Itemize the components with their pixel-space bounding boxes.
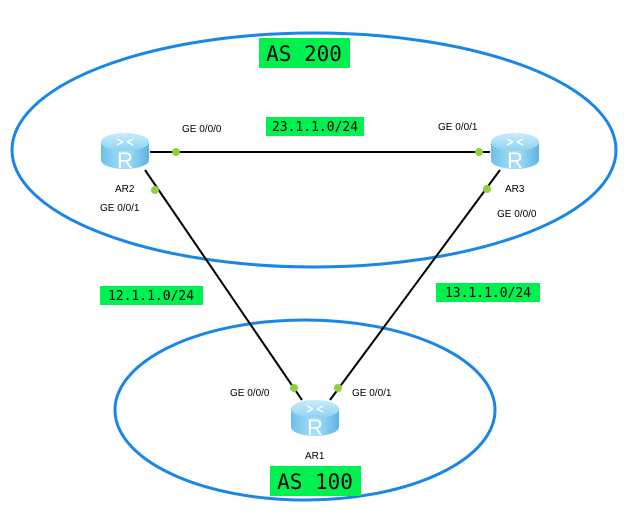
as200-area xyxy=(10,31,618,269)
ports xyxy=(151,148,491,392)
network-label-bg xyxy=(436,283,540,302)
interface-label: GE 0/0/1 xyxy=(352,388,392,399)
link-ar3-ar1 xyxy=(329,169,501,401)
port-dot xyxy=(172,148,180,156)
network-label-ar2-ar3: 23.1.1.0/24 xyxy=(272,120,358,135)
interface-label: GE 0/0/1 xyxy=(100,203,140,214)
port-dot xyxy=(483,185,491,193)
router-ar2[interactable]: R xyxy=(100,132,150,173)
port-dot xyxy=(334,384,342,392)
network-label-bg xyxy=(266,117,364,136)
as-label-bg xyxy=(270,466,361,496)
router-icon: R xyxy=(307,415,323,440)
as-label-bg xyxy=(259,38,350,68)
interface-label: GE 0/0/1 xyxy=(438,122,478,133)
port-dot xyxy=(151,186,159,194)
link-ar2-ar1 xyxy=(144,169,303,401)
router-icon: R xyxy=(117,148,133,173)
port-dot xyxy=(290,384,298,392)
router-ar1[interactable]: R xyxy=(290,399,340,440)
network-label-ar2-ar1: 12.1.1.0/24 xyxy=(108,289,194,304)
port-dot xyxy=(475,148,483,156)
links xyxy=(144,151,501,401)
router-icon: R xyxy=(507,148,523,173)
router-label-ar2: AR2 xyxy=(115,184,135,195)
interface-label: GE 0/0/0 xyxy=(230,388,270,399)
as200-label: AS 200 xyxy=(266,42,342,66)
router-ar3[interactable]: R xyxy=(490,132,540,173)
network-label-bg xyxy=(100,286,203,305)
router-label-ar1: AR1 xyxy=(305,451,325,462)
as100-area xyxy=(113,318,497,502)
router-label-ar3: AR3 xyxy=(505,184,525,195)
interface-label: GE 0/0/0 xyxy=(182,124,222,135)
network-label-ar3-ar1: 13.1.1.0/24 xyxy=(445,286,531,301)
interface-label: GE 0/0/0 xyxy=(497,209,537,220)
as100-label: AS 100 xyxy=(277,470,353,494)
